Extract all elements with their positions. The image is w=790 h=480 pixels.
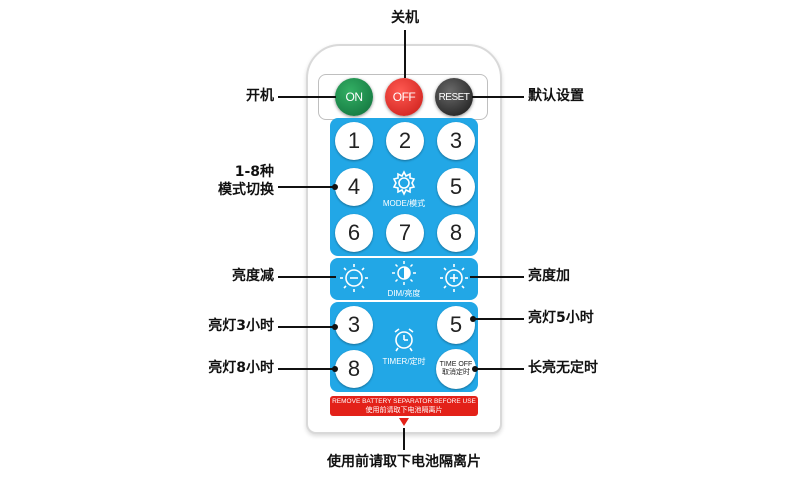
leader-off bbox=[404, 30, 406, 78]
mode-button-2-label: 2 bbox=[398, 128, 412, 153]
timer-8h-label: 8 bbox=[347, 356, 361, 381]
leader-reset bbox=[472, 96, 524, 98]
dim-label: DIM/亮度 bbox=[387, 289, 421, 298]
callout-dim-down: 亮度减 bbox=[232, 268, 274, 284]
timer-3h-button[interactable]: 3 bbox=[335, 306, 373, 344]
off-button-label: OFF bbox=[392, 90, 416, 104]
leader-dim-down bbox=[278, 276, 336, 278]
alarm-clock-icon bbox=[394, 328, 414, 352]
mode-label: MODE/模式 bbox=[382, 199, 426, 208]
leader-timer-off-dot bbox=[472, 366, 478, 372]
reset-button[interactable]: RESET bbox=[435, 78, 473, 116]
mode-button-8-label: 8 bbox=[449, 220, 463, 245]
leader-on bbox=[278, 96, 336, 98]
dim-up-icon[interactable] bbox=[437, 261, 471, 295]
warning-line1: REMOVE BATTERY SEPARATOR BEFORE USE bbox=[332, 398, 476, 405]
reset-button-label: RESET bbox=[438, 91, 470, 103]
timer-3h-label: 3 bbox=[347, 312, 361, 337]
leader-timer5-dot bbox=[470, 316, 476, 322]
brightness-icon bbox=[392, 261, 416, 285]
timer-5h-button[interactable]: 5 bbox=[437, 306, 475, 344]
battery-warning-strip: REMOVE BATTERY SEPARATOR BEFORE USE 使用前请… bbox=[330, 396, 478, 416]
off-button[interactable]: OFF bbox=[385, 78, 423, 116]
time-off-line2: 取消定时 bbox=[442, 369, 470, 376]
time-off-line1: TIME OFF bbox=[439, 361, 473, 368]
leader-mode bbox=[278, 186, 334, 188]
callout-timer8: 亮灯8小时 bbox=[208, 360, 274, 376]
callout-off: 关机 bbox=[391, 10, 419, 26]
leader-timer5 bbox=[472, 318, 524, 320]
mode-button-4[interactable]: 4 bbox=[335, 168, 373, 206]
leader-timer3-dot bbox=[332, 324, 338, 330]
mode-button-1[interactable]: 1 bbox=[335, 122, 373, 160]
mode-button-6[interactable]: 6 bbox=[335, 214, 373, 252]
leader-timer-off bbox=[474, 368, 524, 370]
mode-button-3-label: 3 bbox=[449, 128, 463, 153]
on-button[interactable]: ON bbox=[335, 78, 373, 116]
mode-button-6-label: 6 bbox=[347, 220, 361, 245]
callout-mode-line2: 模式切换 bbox=[218, 182, 274, 198]
callout-separator: 使用前请取下电池隔离片 bbox=[327, 454, 481, 470]
callout-mode-line1: 1-8种 bbox=[234, 164, 274, 180]
warning-line2: 使用前请取下电池隔离片 bbox=[365, 407, 443, 414]
mode-button-7[interactable]: 7 bbox=[386, 214, 424, 252]
mode-button-5-label: 5 bbox=[449, 174, 463, 199]
mode-button-4-label: 4 bbox=[347, 174, 361, 199]
mode-button-8[interactable]: 8 bbox=[437, 214, 475, 252]
down-arrow-icon bbox=[399, 418, 409, 426]
timer-5h-label: 5 bbox=[449, 312, 463, 337]
leader-timer8-dot bbox=[332, 366, 338, 372]
leader-dim-up bbox=[470, 276, 524, 278]
mode-button-3[interactable]: 3 bbox=[437, 122, 475, 160]
timer-8h-button[interactable]: 8 bbox=[335, 350, 373, 388]
mode-button-2[interactable]: 2 bbox=[386, 122, 424, 160]
mode-button-7-label: 7 bbox=[398, 220, 412, 245]
callout-timer5: 亮灯5小时 bbox=[528, 310, 594, 326]
callout-timer3: 亮灯3小时 bbox=[208, 318, 274, 334]
mode-button-1-label: 1 bbox=[347, 128, 361, 153]
timer-label: TIMER/定时 bbox=[382, 357, 426, 366]
time-off-button[interactable]: TIME OFF 取消定时 bbox=[436, 349, 476, 389]
mode-button-5[interactable]: 5 bbox=[437, 168, 475, 206]
callout-on: 开机 bbox=[246, 88, 274, 104]
dim-down-icon[interactable] bbox=[337, 261, 371, 295]
leader-mode-dot bbox=[332, 184, 338, 190]
gear-icon bbox=[392, 170, 416, 196]
leader-timer3 bbox=[278, 326, 334, 328]
leader-timer8 bbox=[278, 368, 334, 370]
callout-dim-up: 亮度加 bbox=[528, 268, 570, 284]
on-button-label: ON bbox=[345, 90, 364, 104]
callout-timer-off: 长亮无定时 bbox=[528, 360, 598, 376]
leader-separator bbox=[403, 428, 405, 450]
callout-reset: 默认设置 bbox=[528, 88, 584, 104]
